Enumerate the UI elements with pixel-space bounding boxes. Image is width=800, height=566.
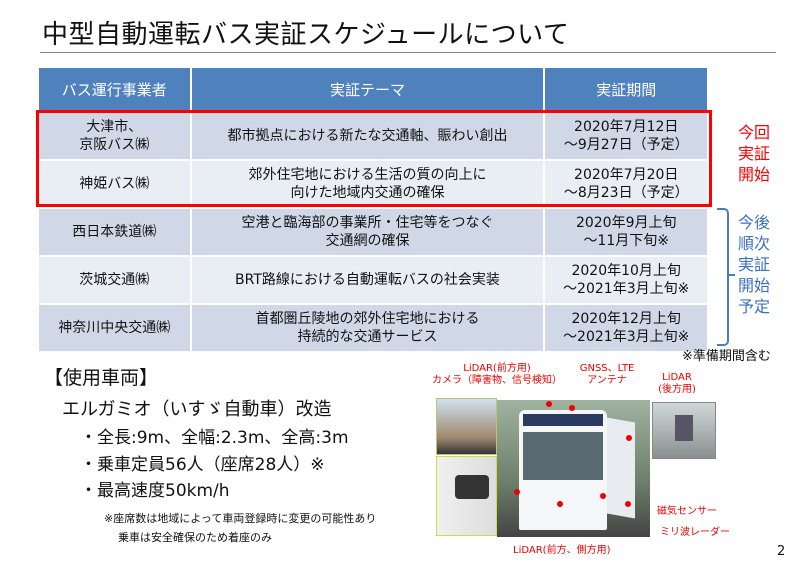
label-lidar-side: LiDAR(前方、側方用) [513, 545, 611, 556]
bus-photo [497, 400, 650, 537]
cell-period: 2020年7月20日 ～8月23日（予定） [543, 159, 709, 209]
prep-period-note: ※準備期間含む [682, 349, 771, 364]
vehicle-model: エルガミオ（いすゞ自動車）改造 [62, 399, 332, 420]
cell-theme: 郊外住宅地における生活の質の向上に 向けた地域内交通の確保 [189, 159, 546, 209]
spec-dimensions: ・全長:9m、全幅:2.3m、全高:3m [80, 428, 349, 448]
page-title: 中型自動運転バス実証スケジュールについて [42, 20, 570, 50]
label-lidar-front: LiDAR(前方用) カメラ（障害物、信号検知） [432, 363, 562, 386]
schedule-table: バス運行事業者 実証テーマ 実証期間 大津市、 京阪バス㈱都市拠点における新たな… [37, 66, 709, 353]
cell-theme: 都市拠点における新たな交通軸、賑わい創出 [189, 111, 546, 161]
table-header: バス運行事業者 実証テーマ 実証期間 [37, 66, 709, 113]
lidar-top-inset [436, 398, 497, 455]
footnote-seating: 乗車は安全確保のため着座のみ [118, 531, 272, 544]
marker-dot [600, 493, 606, 499]
title-underline [40, 52, 776, 53]
header-operator: バス運行事業者 [37, 66, 192, 113]
page-number: 2 [777, 544, 786, 559]
label-magnetic-sensor: 磁気センサー [657, 506, 717, 517]
marker-dot [557, 501, 563, 507]
label-lidar-rear: LiDAR (後方用) [658, 372, 696, 395]
lidar-side-inset [436, 456, 497, 536]
marker-dot [625, 501, 631, 507]
header-period: 実証期間 [543, 66, 709, 113]
cell-period: 2020年10月上旬 ～2021年3月上旬※ [543, 255, 709, 305]
cell-operator: 大津市、 京阪バス㈱ [37, 111, 192, 161]
cell-operator: 神奈川中央交通㈱ [37, 303, 192, 353]
current-label: 今回実証開始 [737, 123, 770, 184]
marker-dot [626, 435, 632, 441]
upcoming-bracket [717, 208, 735, 346]
cell-period: 2020年12月上旬 ～2021年3月上旬※ [543, 303, 709, 353]
cell-theme: 首都圏丘陵地の郊外住宅地における 持続的な交通サービス [189, 303, 546, 353]
current-highlight-box [36, 110, 712, 207]
cell-operator: 西日本鉄道㈱ [37, 207, 192, 257]
footnote-seats: ※座席数は地域によって車両登録時に変更の可能性あり [104, 512, 377, 525]
lidar-rear-inset [652, 402, 716, 459]
cell-theme: 空港と臨海部の事業所・住宅等をつなぐ 交通網の確保 [189, 207, 546, 257]
cell-period: 2020年9月上旬 ～11月下旬※ [543, 207, 709, 257]
marker-dot [514, 489, 520, 495]
label-gnss: GNSS、LTE アンテナ [579, 363, 635, 386]
marker-dot [569, 405, 575, 411]
label-radar: ミリ波レーダー [660, 527, 730, 538]
header-theme: 実証テーマ [189, 66, 546, 113]
vehicle-heading: 【使用車両】 [44, 367, 159, 389]
cell-operator: 神姫バス㈱ [37, 159, 192, 209]
upcoming-label: 今後順次実証開始予定 [737, 213, 770, 316]
marker-dot [546, 401, 552, 407]
spec-speed: ・最高速度50km/h [80, 481, 230, 501]
spec-capacity: ・乗車定員56人（座席28人）※ [80, 455, 325, 475]
cell-theme: BRT路線における自動運転バスの社会実装 [189, 255, 546, 305]
cell-operator: 茨城交通㈱ [37, 255, 192, 305]
cell-period: 2020年7月12日 ～9月27日（予定） [543, 111, 709, 161]
